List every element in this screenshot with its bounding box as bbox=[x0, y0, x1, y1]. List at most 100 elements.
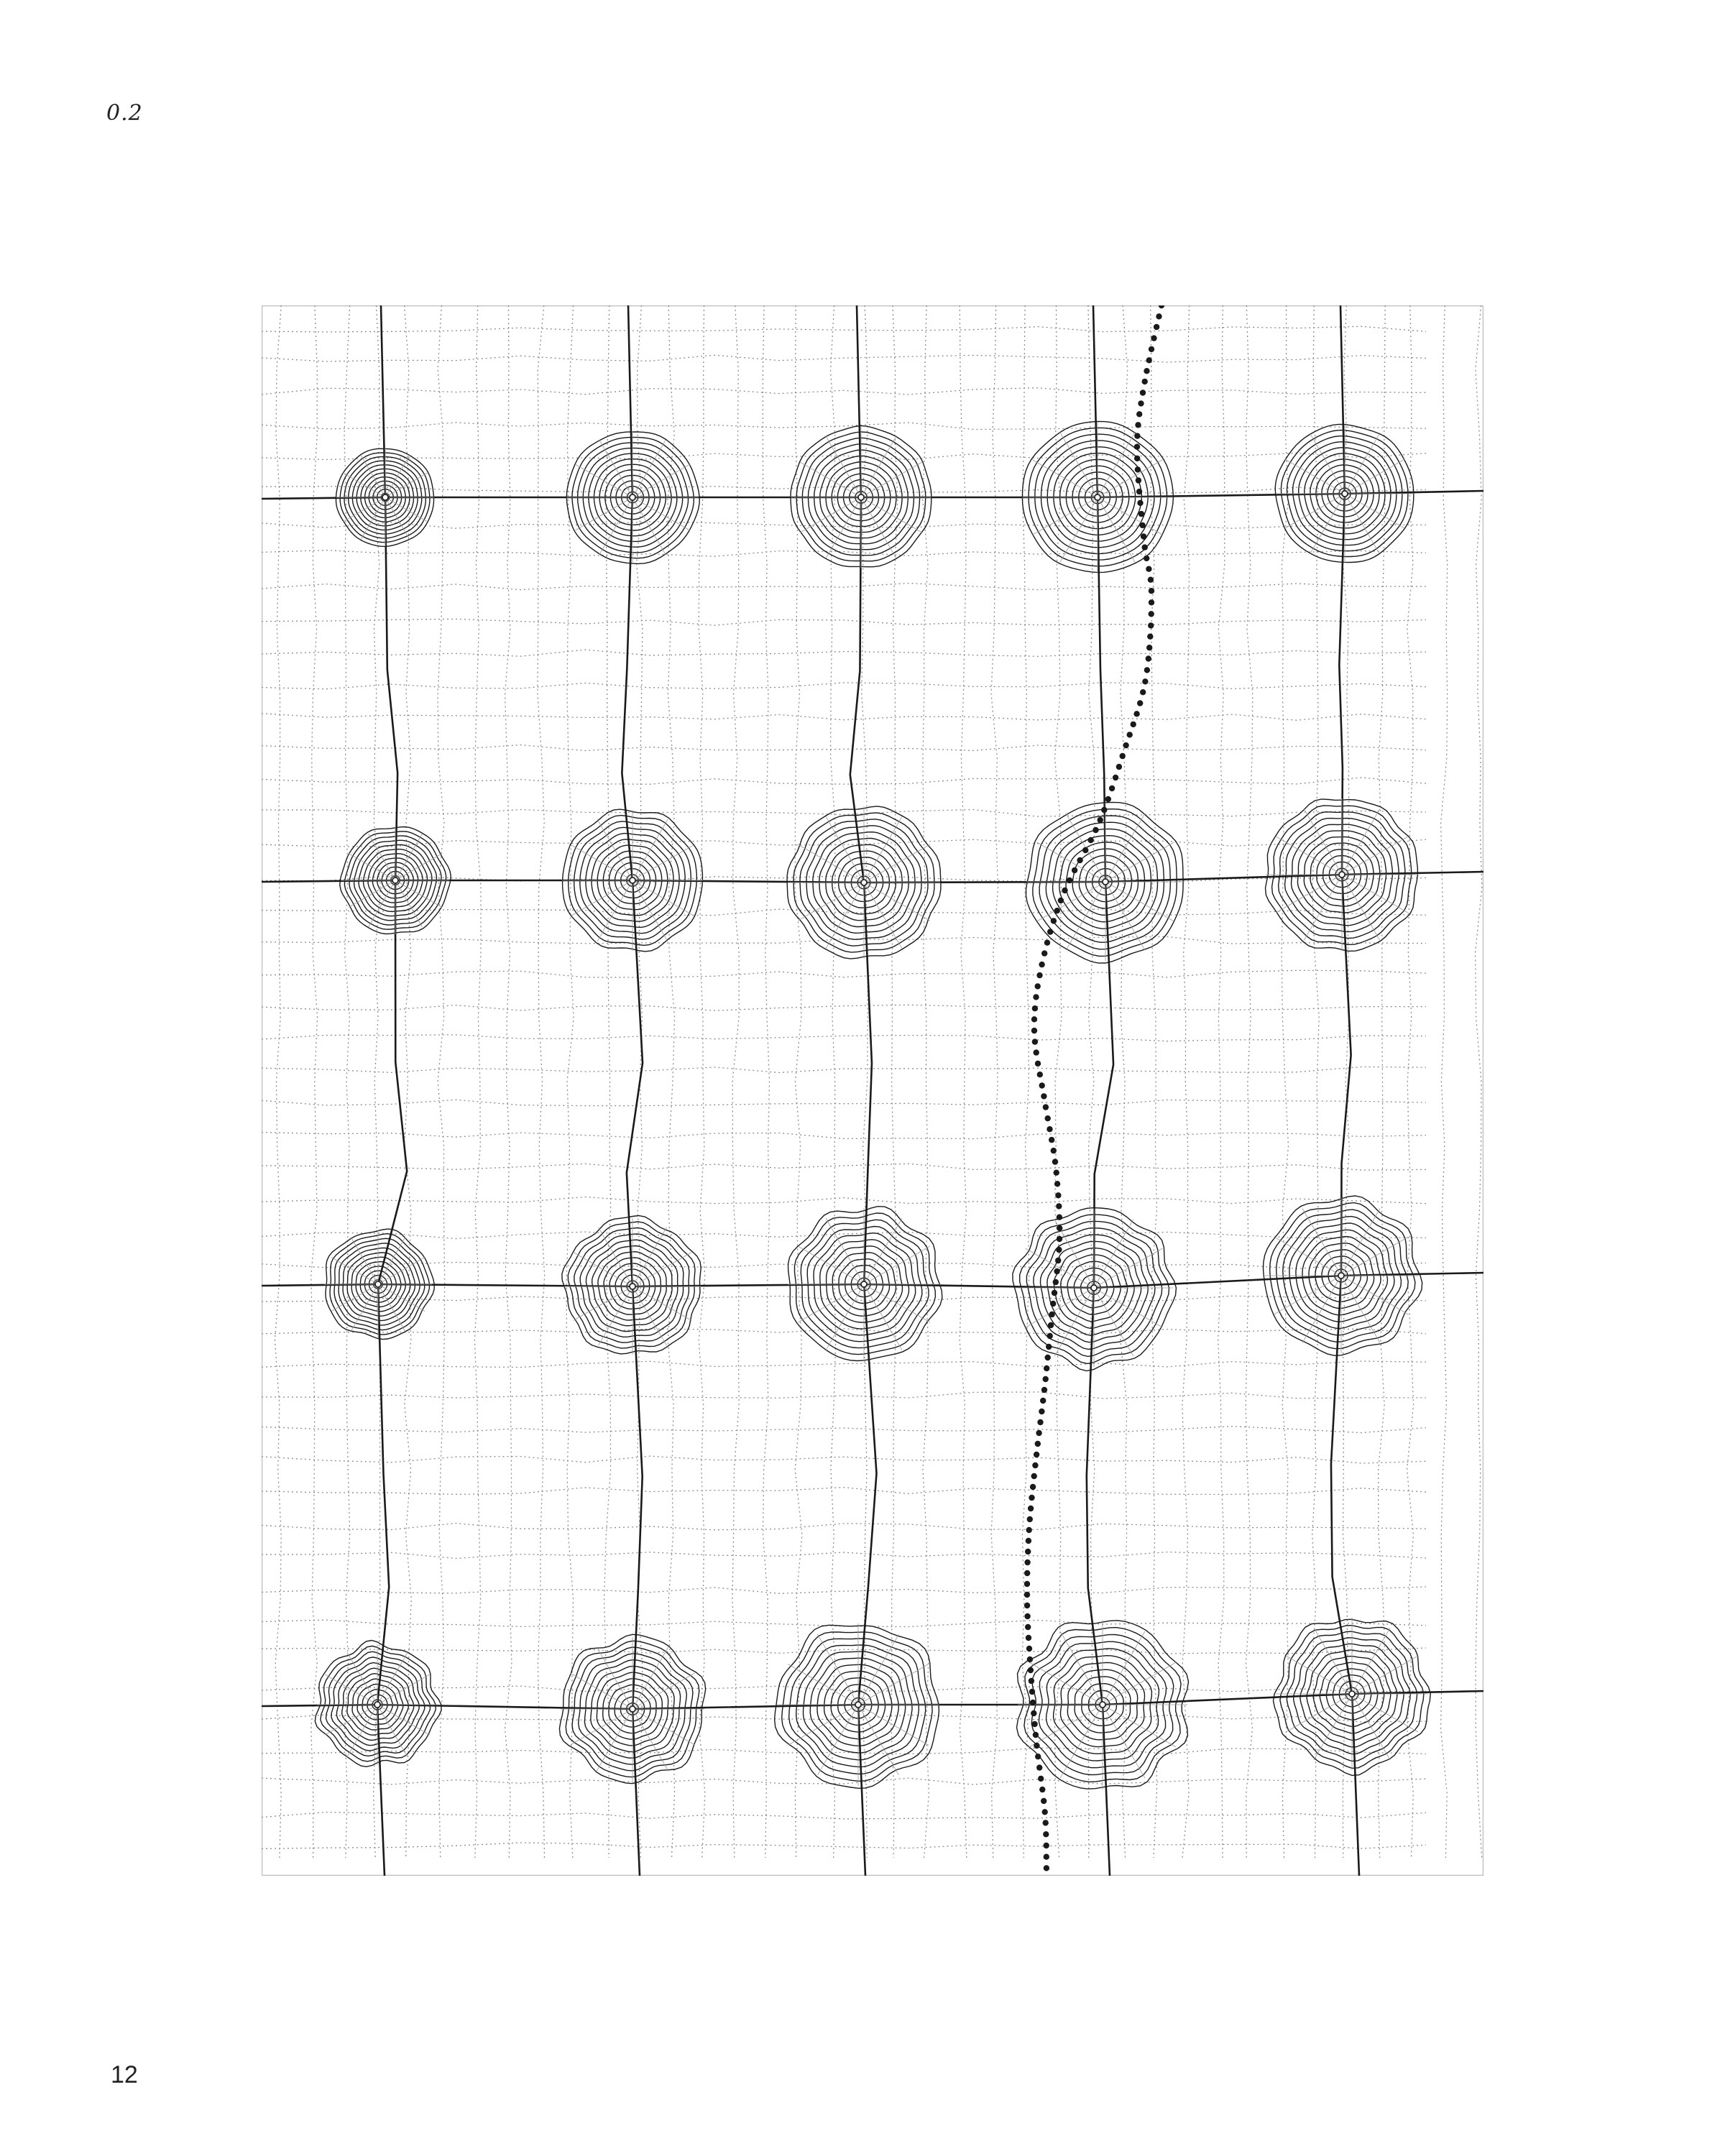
fine-grid-vertical bbox=[1120, 305, 1128, 1858]
path-dot bbox=[1041, 1809, 1048, 1815]
path-dot bbox=[1148, 622, 1154, 629]
ring-spoke bbox=[1036, 881, 1106, 922]
ring-spoke bbox=[1310, 433, 1346, 494]
fine-grid-horizontal bbox=[262, 1391, 1426, 1399]
ring-spoke bbox=[1025, 1248, 1095, 1289]
path-dot bbox=[1039, 1408, 1045, 1415]
path-dot bbox=[1034, 1440, 1041, 1447]
path-dot bbox=[1056, 1246, 1062, 1253]
fine-grid-horizontal bbox=[262, 422, 1427, 430]
path-dot bbox=[1092, 826, 1099, 834]
path-dot bbox=[1046, 1332, 1053, 1340]
ring-spoke bbox=[1031, 459, 1098, 498]
path-dot bbox=[1087, 837, 1094, 844]
path-dot bbox=[1108, 785, 1116, 792]
ring-spoke bbox=[1105, 842, 1174, 883]
path-dot bbox=[1133, 443, 1141, 450]
ring-spoke bbox=[1285, 1655, 1353, 1695]
ring-spoke bbox=[825, 1284, 865, 1351]
fine-grid-horizontal bbox=[262, 1034, 1427, 1042]
ring bbox=[339, 826, 451, 935]
ring-spoke bbox=[575, 464, 633, 498]
fine-grid-horizontal bbox=[262, 1066, 1427, 1074]
path-dot bbox=[1031, 1473, 1037, 1480]
ring-center bbox=[860, 1281, 868, 1288]
path-dot bbox=[1044, 1354, 1051, 1361]
path-dot bbox=[1062, 887, 1068, 894]
ring-spoke bbox=[1097, 431, 1136, 498]
path-dot bbox=[1146, 357, 1152, 364]
fine-grid-vertical bbox=[891, 305, 898, 1858]
ring-spoke bbox=[395, 880, 443, 908]
path-dot bbox=[1066, 877, 1073, 884]
path-dot bbox=[1036, 1764, 1043, 1771]
ring-spoke bbox=[346, 1652, 378, 1705]
ring-spoke bbox=[632, 1252, 692, 1287]
path-dot bbox=[1033, 1451, 1040, 1458]
ring-spoke bbox=[377, 1237, 405, 1285]
fine-grid-horizontal bbox=[262, 808, 1427, 817]
ring-marker bbox=[786, 806, 942, 959]
path-dot bbox=[1056, 1203, 1062, 1210]
fine-grid-horizontal bbox=[262, 1811, 1427, 1820]
ring-spoke bbox=[1059, 1704, 1103, 1779]
path-dot bbox=[1116, 763, 1123, 770]
ring-spoke bbox=[331, 1257, 379, 1285]
fine-grid-horizontal bbox=[262, 1777, 1427, 1785]
ring-spoke bbox=[825, 1217, 865, 1285]
path-dot bbox=[1105, 796, 1112, 803]
path-dot bbox=[1142, 678, 1149, 685]
ring-center bbox=[1090, 1284, 1098, 1291]
path-dot bbox=[1134, 433, 1141, 439]
path-dot bbox=[1134, 455, 1141, 462]
fine-grid-horizontal bbox=[262, 452, 1427, 461]
ring-spoke bbox=[863, 882, 903, 949]
fine-grid-horizontal bbox=[262, 1426, 1427, 1434]
ring-spoke bbox=[1284, 459, 1346, 494]
ring-spoke bbox=[573, 1252, 633, 1287]
ring-spoke bbox=[1313, 1627, 1353, 1695]
fine-grid-horizontal bbox=[262, 326, 1427, 333]
ring-spoke bbox=[573, 1286, 633, 1321]
ring-spoke bbox=[1093, 1287, 1163, 1328]
fine-grid-horizontal bbox=[262, 549, 1427, 557]
path-dot bbox=[1050, 1300, 1057, 1307]
ring-spoke bbox=[1102, 1631, 1146, 1705]
path-dot bbox=[1097, 816, 1103, 824]
fine-grid-vertical bbox=[1245, 305, 1254, 1858]
path-dot bbox=[1112, 774, 1119, 781]
ring-spoke bbox=[1029, 1704, 1103, 1748]
ring-spoke bbox=[860, 497, 923, 533]
ring-spoke bbox=[377, 1652, 408, 1705]
path-dot bbox=[1151, 335, 1157, 341]
ring-spoke bbox=[1031, 497, 1098, 535]
fine-grid-horizontal bbox=[262, 1163, 1427, 1171]
ring-spoke bbox=[1102, 1662, 1177, 1705]
fine-grid-vertical bbox=[990, 305, 999, 1858]
path-dot bbox=[1024, 1570, 1031, 1577]
ring-spoke bbox=[1065, 881, 1106, 951]
ring-marker bbox=[790, 425, 932, 568]
ring-marker bbox=[1021, 420, 1174, 573]
fine-grid-horizontal bbox=[262, 969, 1427, 978]
fine-grid-horizontal bbox=[262, 1328, 1427, 1335]
fine-grid-vertical bbox=[794, 305, 803, 1858]
path-dot bbox=[1024, 1591, 1031, 1598]
fine-grid-horizontal bbox=[262, 354, 1427, 363]
path-dot bbox=[1057, 897, 1064, 904]
ring-spoke bbox=[1105, 881, 1174, 922]
path-dot bbox=[1044, 939, 1051, 946]
fine-grid-horizontal bbox=[262, 1099, 1427, 1107]
ring-spoke bbox=[857, 1704, 929, 1746]
ring-center bbox=[629, 1283, 636, 1290]
fine-grid-vertical bbox=[310, 305, 318, 1858]
path-dot bbox=[1040, 1397, 1046, 1404]
ring-center bbox=[1102, 878, 1109, 885]
fine-grid-horizontal bbox=[262, 1455, 1427, 1464]
path-dot bbox=[1041, 950, 1048, 957]
ring-spoke bbox=[632, 1672, 695, 1710]
path-dot bbox=[1082, 847, 1089, 854]
path-dot bbox=[1054, 1268, 1060, 1275]
path-dot bbox=[1119, 752, 1126, 760]
path-dot bbox=[1101, 806, 1108, 814]
